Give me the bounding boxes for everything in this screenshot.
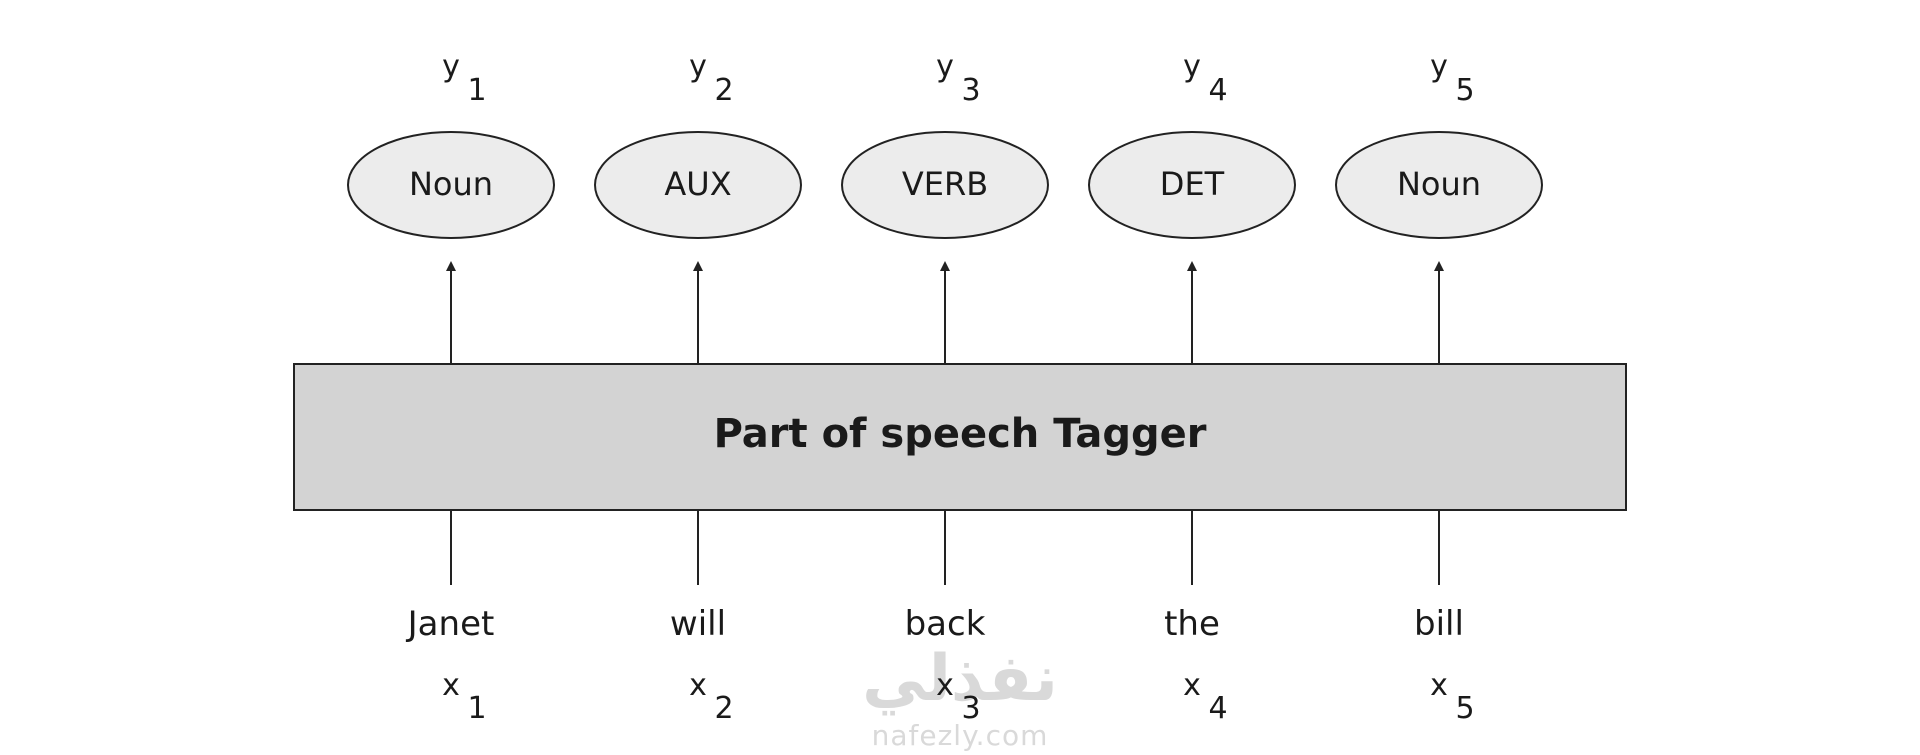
input-word: Janet	[406, 604, 495, 644]
column-5: y 5 Noun bill x 5	[1335, 49, 1543, 726]
tag-ellipse	[1088, 131, 1296, 239]
tag-ellipse	[347, 131, 555, 239]
column-1: y 1 Noun Janet x 1	[347, 49, 555, 726]
output-subscript: 4	[1208, 73, 1227, 108]
tagger-box-rect	[293, 363, 1627, 511]
output-subscript: 2	[714, 73, 733, 108]
input-word: will	[670, 604, 726, 644]
output-subscript: 5	[1455, 73, 1474, 108]
input-subscript: 3	[961, 691, 980, 726]
output-subscript: 1	[467, 73, 486, 108]
tag-ellipse	[594, 131, 802, 239]
tag-label: AUX	[664, 165, 731, 203]
tagger-label: Part of speech Tagger	[714, 411, 1207, 457]
output-symbol: y	[1430, 49, 1448, 84]
input-symbol: x	[1430, 668, 1448, 703]
input-symbol: x	[442, 668, 460, 703]
input-subscript: 5	[1455, 691, 1474, 726]
input-symbol: x	[936, 668, 954, 703]
input-word: back	[905, 604, 986, 644]
input-subscript: 1	[467, 691, 486, 726]
output-symbol: y	[442, 49, 460, 84]
input-subscript: 2	[714, 691, 733, 726]
tagger-box: Part of speech Tagger	[293, 363, 1627, 511]
tag-label: Noun	[409, 165, 493, 203]
output-symbol: y	[1183, 49, 1201, 84]
watermark-arabic: نفذلي	[862, 642, 1058, 716]
tag-ellipse	[841, 131, 1049, 239]
tag-label: Noun	[1397, 165, 1481, 203]
output-symbol: y	[689, 49, 707, 84]
input-word: the	[1164, 604, 1220, 644]
tag-label: VERB	[902, 165, 988, 203]
input-subscript: 4	[1208, 691, 1227, 726]
tag-label: DET	[1160, 165, 1225, 203]
input-symbol: x	[689, 668, 707, 703]
input-symbol: x	[1183, 668, 1201, 703]
column-3: y 3 VERB back x 3	[841, 49, 1049, 726]
watermark-latin: nafezly.com	[872, 719, 1049, 752]
watermark: نفذلي nafezly.com	[862, 642, 1058, 752]
input-word: bill	[1414, 604, 1464, 644]
column-4: y 4 DET the x 4	[1088, 49, 1296, 726]
tag-ellipse	[1335, 131, 1543, 239]
column-2: y 2 AUX will x 2	[594, 49, 802, 726]
output-subscript: 3	[961, 73, 980, 108]
output-symbol: y	[936, 49, 954, 84]
